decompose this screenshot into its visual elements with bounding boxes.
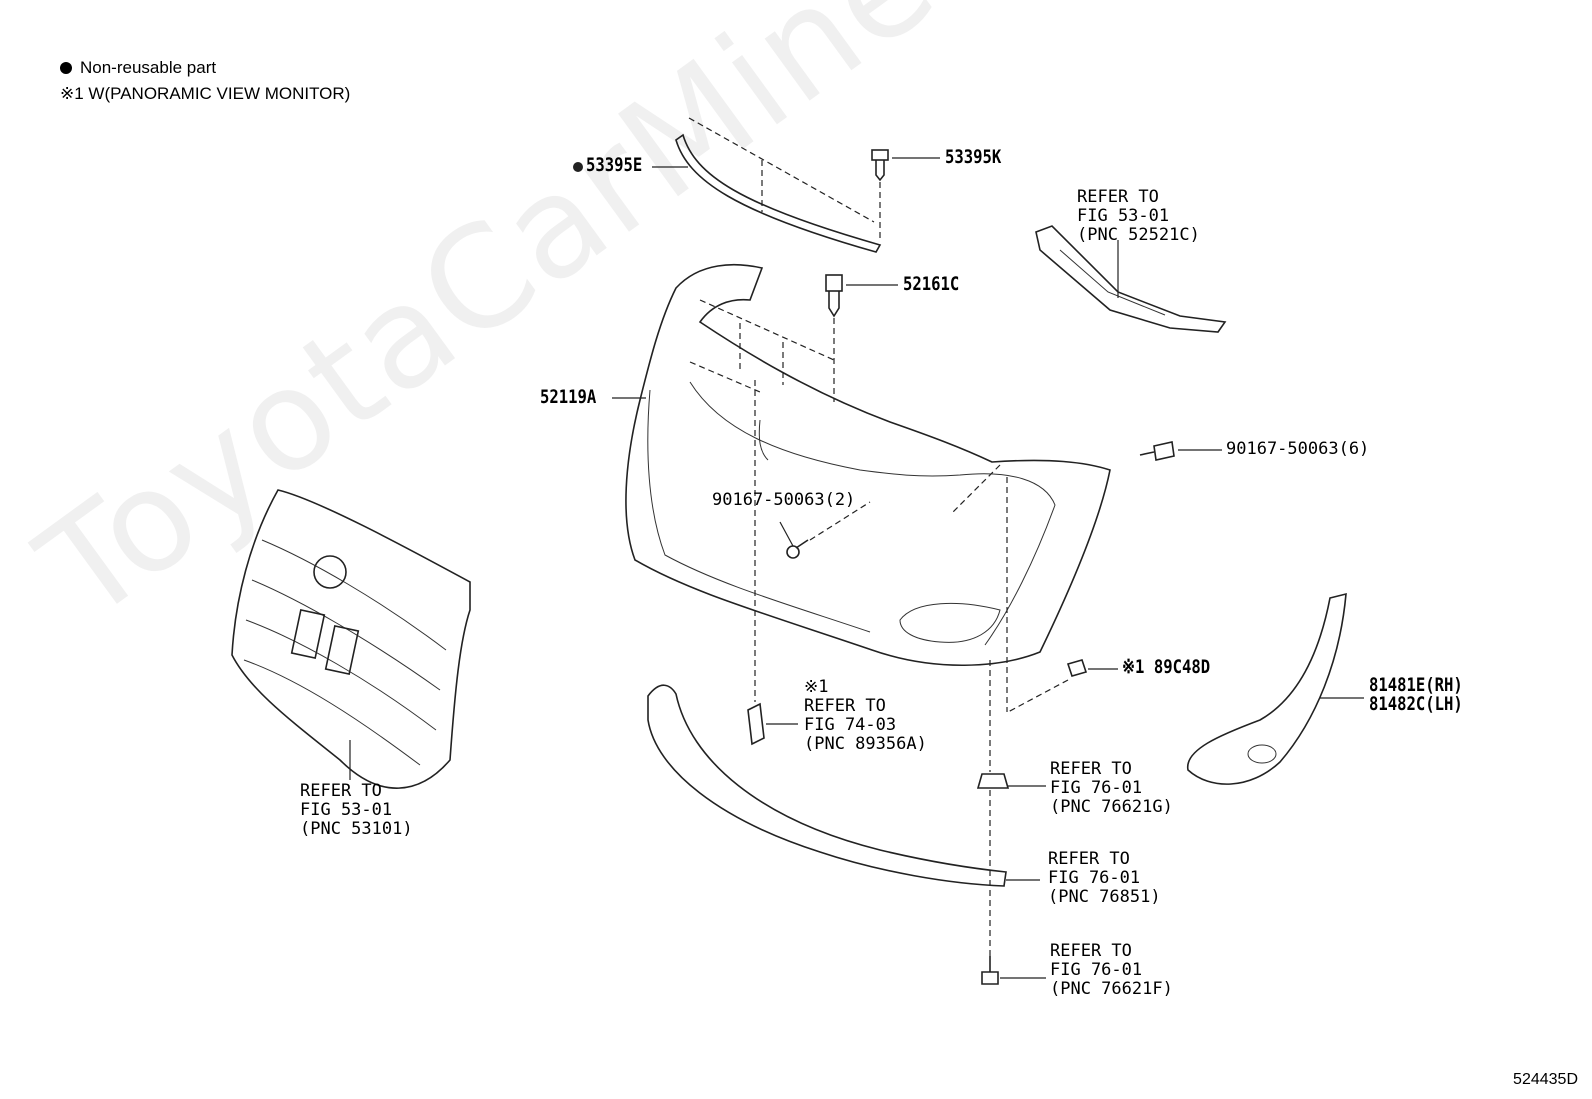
legend-non-reusable-text: Non-reusable part (80, 58, 217, 77)
legend-note1: ※1 W(PANORAMIC VIEW MONITOR) (60, 84, 351, 103)
label-52161C: 52161C (903, 273, 960, 295)
label-ref-53101: REFER TO FIG 53-01 (PNC 53101) (300, 781, 413, 839)
part-52161C-clip (825, 274, 898, 402)
part-81481E-bezel (1187, 592, 1364, 785)
label-ref-76851: REFER TO FIG 76-01 (PNC 76851) (1048, 849, 1161, 907)
label-53395K: 53395K (945, 146, 1002, 168)
non-reusable-dot-icon (60, 62, 72, 74)
label-89C48D: ※1 89C48D (1122, 656, 1211, 678)
legend-non-reusable: Non-reusable part (60, 58, 216, 78)
part-53101-grille (231, 489, 471, 789)
part-52119A-bumper (612, 263, 1111, 712)
label-ref-76621G: REFER TO FIG 76-01 (PNC 76621G) (1050, 759, 1173, 817)
part-76851-spoiler (647, 684, 1040, 887)
label-bolt-90167-6: 90167-50063(6) (1226, 439, 1370, 459)
part-53395E-strip (652, 117, 882, 253)
part-76621G-clip (976, 660, 1046, 960)
label-52119A: 52119A (540, 386, 597, 408)
part-bolt-90167-50063-6 (1139, 441, 1222, 461)
label-53395E: 53395E (586, 154, 643, 176)
label-ref-76621F: REFER TO FIG 76-01 (PNC 76621F) (1050, 941, 1173, 999)
part-52521C-bracket (1035, 225, 1227, 333)
label-ref-89356A: ※1 REFER TO FIG 74-03 (PNC 89356A) (804, 677, 927, 754)
non-reusable-marker-icon (573, 162, 583, 172)
part-bolt-90167-50063-2 (779, 501, 871, 559)
part-53395K-clip (871, 149, 940, 238)
part-89356A-cover (747, 380, 798, 746)
part-76621F-screw (981, 956, 1046, 985)
figure-id: 524435D (1513, 1071, 1578, 1088)
part-89C48D-clip (1007, 659, 1118, 713)
label-ref-52521C: REFER TO FIG 53-01 (PNC 52521C) (1077, 187, 1200, 245)
label-81481E-81482C: 81481E(RH) 81482C(LH) (1369, 674, 1463, 715)
label-bolt-90167-2: 90167-50063(2) (712, 490, 856, 510)
